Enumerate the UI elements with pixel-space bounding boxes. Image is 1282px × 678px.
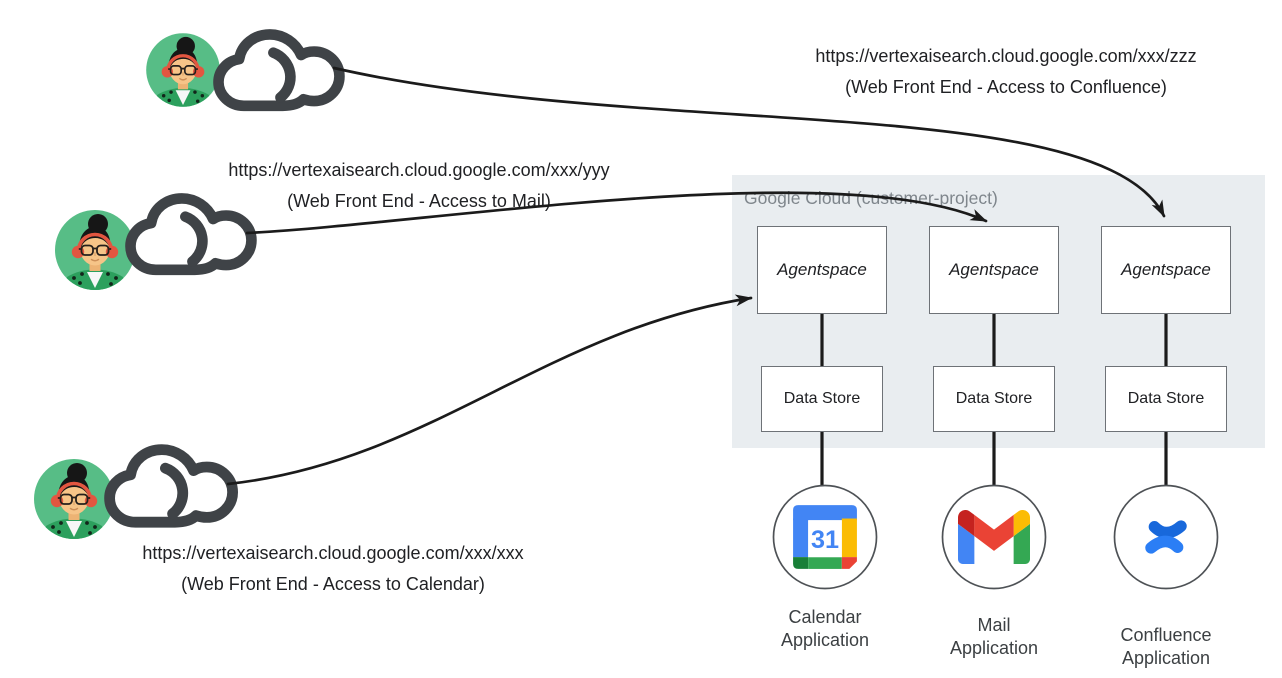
user-avatar	[146, 33, 220, 108]
url-block-calendar: https://vertexaisearch.cloud.google.com/…	[33, 538, 633, 600]
datastore-box-confluence: Data Store	[1105, 366, 1227, 432]
agentspace-label: Agentspace	[777, 260, 867, 279]
app-label-line: Confluence	[1120, 625, 1212, 645]
app-label-line: Application	[949, 638, 1039, 658]
agentspace-box-calendar: Agentspace	[757, 226, 887, 314]
confluence-icon	[1145, 520, 1187, 554]
app-label-line: Application	[1121, 648, 1211, 668]
app-label-mail: Mail Application	[894, 614, 1094, 660]
datastore-label: Data Store	[1127, 390, 1205, 407]
datastore-label: Data Store	[955, 390, 1033, 407]
datastore-box-mail: Data Store	[933, 366, 1055, 432]
user-avatar	[34, 459, 114, 541]
url-text: https://vertexaisearch.cloud.google.com/…	[228, 160, 610, 180]
datastore-label: Data Store	[783, 390, 861, 407]
google-calendar-icon: 31	[793, 505, 857, 569]
app-label-line: Application	[780, 630, 870, 650]
user-avatar	[55, 210, 135, 292]
app-circle-confluence	[1113, 484, 1219, 590]
arrow-calendar-request	[226, 294, 753, 486]
agentspace-box-mail: Agentspace	[929, 226, 1059, 314]
app-circle-calendar	[772, 484, 878, 590]
url-text: https://vertexaisearch.cloud.google.com/…	[142, 543, 524, 563]
url-caption: (Web Front End - Access to Confluence)	[845, 77, 1167, 97]
url-text: https://vertexaisearch.cloud.google.com/…	[815, 46, 1197, 66]
agentspace-box-confluence: Agentspace	[1101, 226, 1231, 314]
url-caption: (Web Front End - Access to Mail)	[287, 191, 551, 211]
url-block-mail: https://vertexaisearch.cloud.google.com/…	[119, 155, 719, 217]
app-circle-mail	[941, 484, 1047, 590]
agentspace-label: Agentspace	[949, 260, 1039, 279]
calendar-day-number: 31	[811, 526, 839, 554]
url-caption: (Web Front End - Access to Calendar)	[181, 574, 485, 594]
cloud-icon	[218, 34, 339, 105]
google-cloud-region-title: Google Cloud (customer-project)	[744, 188, 998, 208]
datastore-box-calendar: Data Store	[761, 366, 883, 432]
agentspace-label: Agentspace	[1121, 260, 1211, 279]
app-label-line: Calendar	[788, 607, 862, 627]
app-label-line: Mail	[977, 615, 1011, 635]
url-block-confluence: https://vertexaisearch.cloud.google.com/…	[706, 41, 1282, 103]
gmail-icon	[958, 510, 1030, 564]
app-label-confluence: Confluence Application	[1066, 624, 1266, 670]
app-label-calendar: Calendar Application	[725, 606, 925, 652]
cloud-icon	[110, 450, 233, 523]
